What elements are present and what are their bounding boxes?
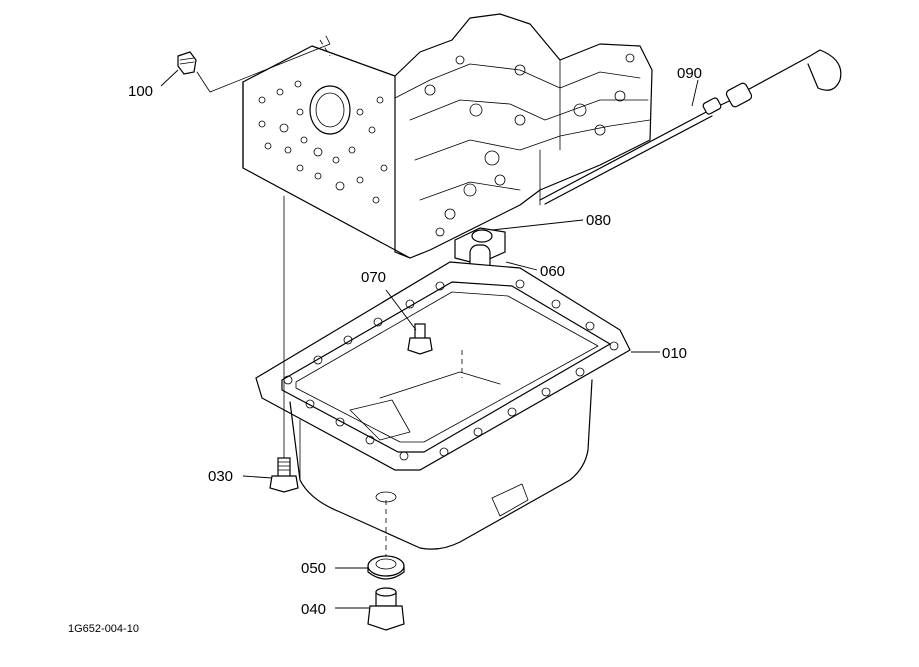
- bolt-030: [269, 457, 299, 493]
- callout-labels: 100 090 080 060 070 010 030 050 040: [128, 65, 702, 618]
- bolt-100: [177, 51, 197, 75]
- drawing-code: 1G652-004-10: [68, 623, 139, 635]
- callout-030: 030: [208, 468, 233, 485]
- drain-plug-040: [367, 587, 405, 631]
- callout-080: 080: [586, 212, 611, 229]
- gasket-050: [367, 555, 405, 580]
- dipstick: [539, 49, 842, 205]
- leader-100-guide: [196, 35, 331, 93]
- callout-050: 050: [301, 560, 326, 577]
- callout-040: 040: [301, 601, 326, 618]
- engine-block: [242, 13, 653, 259]
- callout-070: 070: [361, 269, 386, 286]
- oil-pan: [255, 261, 631, 550]
- bolt-070: [407, 323, 433, 355]
- callout-010: 010: [662, 345, 687, 362]
- callout-100: 100: [128, 83, 153, 100]
- callout-060: 060: [540, 263, 565, 280]
- callout-090: 090: [677, 65, 702, 82]
- leader-lines: [160, 69, 699, 609]
- dashed-guide-100: [319, 39, 331, 57]
